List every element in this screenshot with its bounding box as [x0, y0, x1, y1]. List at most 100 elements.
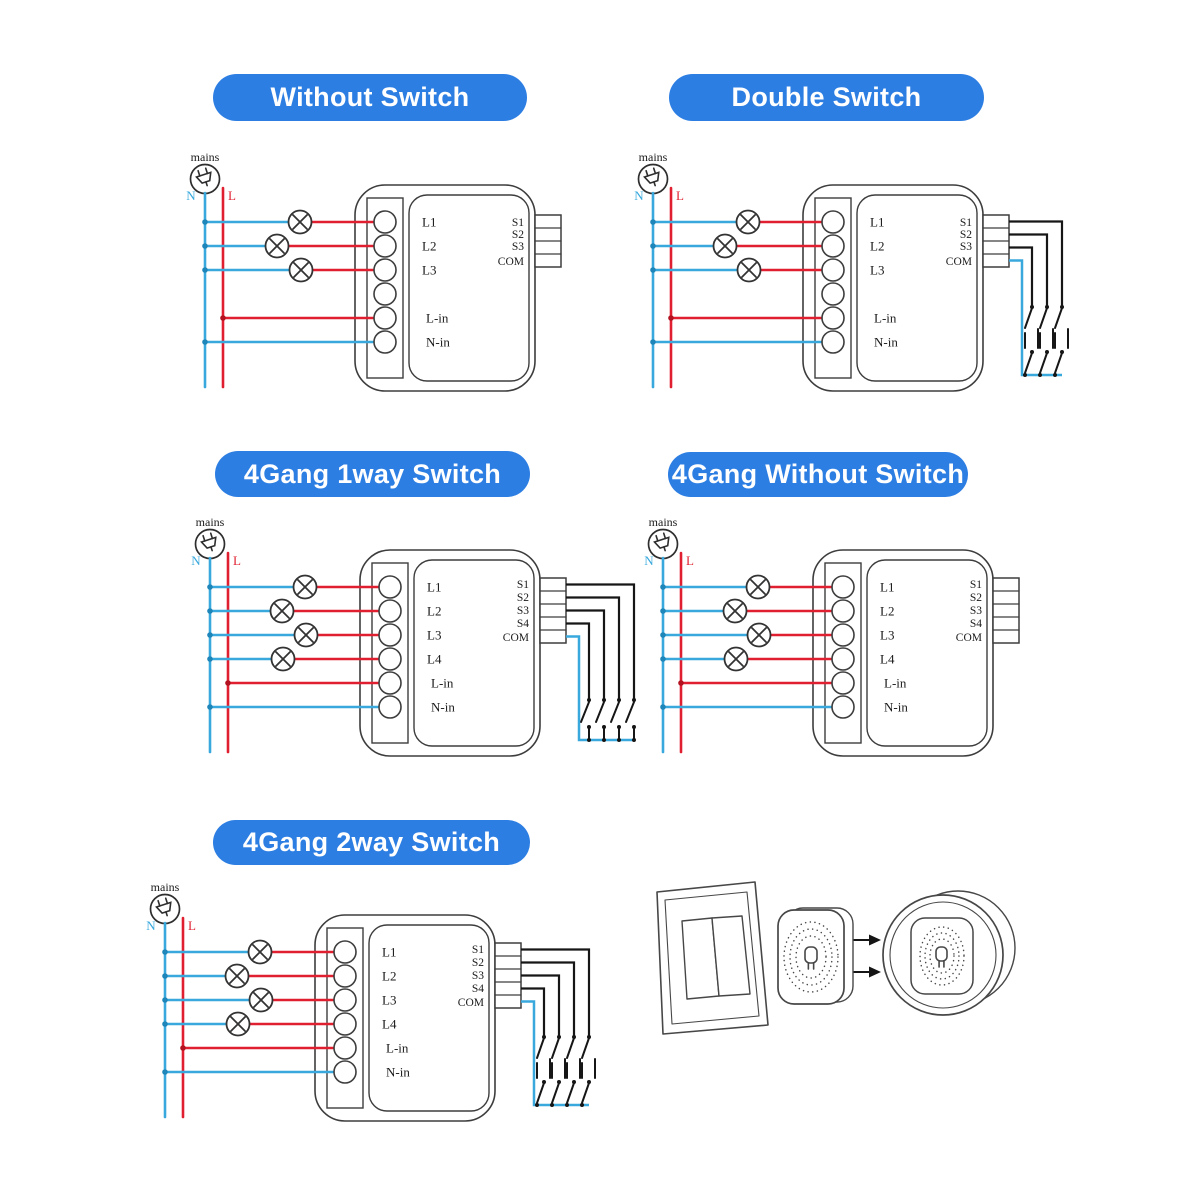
com-return-wire [566, 635, 634, 742]
junction-dot [162, 1021, 168, 1027]
terminal-hole [378, 623, 402, 647]
mains-label: mains [639, 150, 668, 164]
junction-dot [678, 680, 684, 686]
lamp-icon [723, 646, 749, 672]
switch-signal-wire [521, 948, 591, 1037]
dotted-ring [924, 932, 960, 980]
one-way-switch-symbol [595, 698, 606, 742]
wall-switch-2gang-icon [656, 881, 769, 1035]
mains-label: mains [191, 150, 220, 164]
signal-connector [539, 577, 567, 644]
live-label: L [228, 188, 236, 203]
terminal-label: N-in [426, 335, 450, 350]
lamp-cross [274, 603, 290, 619]
signal-label: S3 [970, 605, 982, 617]
two-way-switch-symbol [580, 1035, 596, 1107]
terminal-hole [333, 1060, 357, 1084]
terminal-hole [373, 258, 397, 282]
plug-stem [653, 181, 656, 187]
lamp-cross [297, 579, 313, 595]
plug-prong [655, 534, 659, 542]
terminal-label: L4 [880, 652, 895, 667]
terminal-label: L1 [870, 215, 884, 230]
neutral-label: N [634, 188, 644, 203]
switch-signal-wire [521, 987, 546, 1037]
terminal-label: L-in [884, 676, 907, 691]
smart-module-icon [777, 907, 854, 1005]
terminal-label: L2 [870, 239, 884, 254]
live-label: L [188, 918, 196, 933]
contact-dot [617, 698, 621, 702]
lamp-icon [292, 574, 318, 600]
diagram-title-4gang-1way-switch: 4Gang 1way Switch [215, 451, 530, 497]
plug-prong [645, 169, 649, 177]
junction-dot [202, 267, 208, 273]
switch-lever [1054, 352, 1063, 374]
lamp-cross [298, 627, 314, 643]
signal-label: S4 [517, 618, 529, 630]
plug-prong [202, 534, 206, 542]
lamp-icon [247, 939, 273, 965]
junction-dot [207, 632, 213, 638]
junction-dot [180, 1045, 186, 1051]
signal-label: COM [498, 256, 524, 268]
contact-dot [587, 698, 591, 702]
lamp-cross [741, 262, 757, 278]
junction-dot [162, 1069, 168, 1075]
junction-dot [207, 656, 213, 662]
terminal-hole [378, 671, 402, 695]
installation-illustration [656, 881, 1016, 1035]
com-return-wire [1009, 259, 1062, 377]
lamp-cross [252, 944, 268, 960]
signal-label: S4 [970, 618, 982, 630]
terminal-hole [821, 210, 845, 234]
terminal-hole [333, 964, 357, 988]
one-way-switch-symbol [610, 698, 621, 742]
terminal-hole [831, 671, 855, 695]
contact-dot [617, 738, 621, 742]
mains-plug-icon [189, 163, 221, 195]
junction-dot [660, 632, 666, 638]
dotted-ring [789, 928, 833, 986]
switch-signal-wire [1009, 220, 1064, 307]
dotted-ring [929, 938, 955, 974]
junction-dot [202, 219, 208, 225]
junction-dot [202, 243, 208, 249]
terminal-hole [821, 306, 845, 330]
signal-label: S2 [517, 592, 529, 604]
terminal-label: L-in [431, 676, 454, 691]
signal-label: COM [458, 997, 484, 1009]
switch-lever [1054, 307, 1063, 329]
terminal-label: L-in [386, 1041, 409, 1056]
plug-prong [652, 167, 657, 175]
switch-lever [581, 1082, 590, 1104]
junction-dot [650, 219, 656, 225]
neutral-label: N [146, 918, 156, 933]
lamp-icon [269, 598, 295, 624]
junction-dot [660, 584, 666, 590]
contact-dot [602, 738, 606, 742]
junction-dot [202, 339, 208, 345]
junction-dot [660, 608, 666, 614]
module-body [354, 184, 536, 392]
terminal-hole [831, 647, 855, 671]
lamp-icon [225, 1011, 251, 1037]
live-label: L [233, 553, 241, 568]
terminal-label: L1 [427, 580, 441, 595]
junction-dot [220, 315, 226, 321]
lamp-cross [292, 214, 308, 230]
terminal-label: L2 [427, 604, 441, 619]
contact-dot [632, 738, 636, 742]
terminal-label: L-in [874, 311, 897, 326]
switch-lever [551, 1037, 560, 1059]
terminal-label: L1 [880, 580, 894, 595]
lamp-cross [727, 603, 743, 619]
plug-stem [210, 546, 213, 552]
lamp-icon [712, 233, 738, 259]
terminal-hole [821, 234, 845, 258]
diagram-title-double-switch: Double Switch [669, 74, 984, 121]
terminal-label: N-in [431, 700, 455, 715]
lamp-cross [750, 579, 766, 595]
